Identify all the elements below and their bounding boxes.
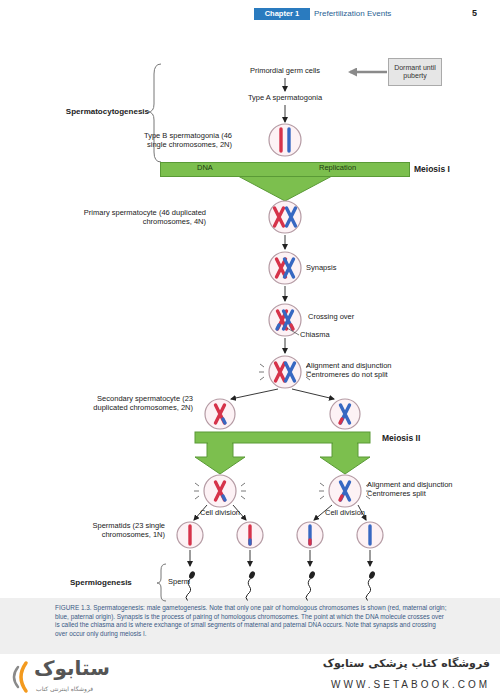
chromosome: [284, 311, 293, 329]
spindle-marks: [194, 483, 246, 499]
chromosome: [188, 526, 191, 544]
flow-arrow: [190, 550, 191, 566]
crossover-segment: [291, 325, 293, 329]
caption-band: [0, 598, 500, 654]
flow-arrow: [310, 550, 311, 566]
spindle-marks: [319, 483, 371, 499]
phase-label: Spermiogenesis: [70, 578, 132, 587]
flow-arrow: [231, 389, 278, 399]
stage-label: Spermatids (23 single chromosomes, 1N): [65, 522, 165, 539]
footer-url: WWW.SETABOOK.COM: [331, 679, 490, 691]
crossover-segment: [308, 540, 311, 544]
sperm-symbol: [306, 570, 316, 600]
chromosome: [279, 129, 282, 151]
spindle-marks: [259, 364, 311, 380]
crossover-segment: [223, 419, 225, 423]
flow-arrow: [285, 286, 286, 301]
flow-arrow: [285, 78, 286, 91]
crossover-segment: [340, 496, 342, 500]
page-number: 5: [472, 8, 477, 18]
cell: [357, 522, 383, 548]
step-label: Cell division: [192, 509, 248, 518]
chromosome: [276, 363, 285, 381]
cell: [237, 522, 263, 548]
chromosome: [341, 405, 350, 423]
step-label: Crossing over: [308, 313, 354, 322]
chapter-box: Chapter 1: [254, 8, 310, 20]
chromosome: [275, 208, 284, 226]
meiosis-label: Meiosis I: [414, 165, 450, 175]
node-text: Dormant until puberty: [389, 64, 441, 80]
chromosome: [287, 129, 290, 151]
cell: [330, 399, 360, 429]
cell: [269, 252, 301, 284]
cell: [269, 356, 301, 388]
stage-label: Type B spermatogonia (46 single chromoso…: [132, 132, 232, 149]
figure-caption: FIGURE 1.3. Spermatogenesis: male gameto…: [55, 604, 447, 639]
chromosome: [341, 482, 350, 500]
logo-mark: [21, 663, 26, 691]
meiosis-arrow: [320, 443, 370, 474]
logo-text: ستابوک: [34, 657, 110, 680]
chromosome: [216, 482, 225, 500]
chromosome: [368, 526, 371, 544]
cell: [269, 201, 301, 233]
brace: [157, 564, 166, 601]
logo-mark: [14, 667, 18, 687]
band-joint: [333, 441, 357, 445]
crossover-segment: [223, 496, 225, 500]
meiosis-arrow: [238, 176, 332, 201]
phase-label: Spermatocytogenesis: [66, 107, 149, 116]
flow-arrow: [285, 235, 286, 249]
step-label: Alignment and disjunction Centromeres do…: [306, 362, 400, 379]
node-text: Chapter 1: [265, 10, 300, 19]
callout-label: Chiasma: [300, 331, 330, 340]
running-head: Prefertilization Events: [314, 9, 391, 18]
chromosome: [216, 405, 225, 423]
chromosome: [285, 259, 294, 277]
cell: [177, 522, 203, 548]
flow-arrow: [250, 550, 251, 566]
crossover-segment: [340, 419, 342, 423]
sperm-symbol: [366, 570, 376, 600]
logo-tagline: فروشگاه اینترنتی کتاب: [36, 686, 93, 693]
crossover-segment: [248, 540, 251, 544]
band-joint: [208, 441, 232, 445]
cell: [269, 124, 301, 156]
stage-label: Type A spermatogonia: [220, 94, 350, 103]
flow-arrow: [285, 105, 286, 122]
flow-arrow: [370, 550, 371, 566]
cell: [204, 475, 236, 507]
cell: [329, 475, 361, 507]
meiosis-arrow: [195, 443, 245, 474]
stage-label: Primordial germ cells: [220, 67, 350, 76]
node-text: DNA: [197, 164, 213, 173]
stage-label: Sperm: [168, 578, 190, 587]
sperm-symbol: [246, 570, 256, 600]
step-label: Alignment and disjunction Centromeres sp…: [367, 481, 461, 498]
flow-arrow: [285, 338, 286, 353]
stage-label: Primary spermatocyte (46 duplicated chro…: [81, 209, 206, 226]
step-label: Cell division: [317, 509, 373, 518]
replication-band: DNA Replication: [160, 162, 410, 177]
crossover-segment: [277, 325, 279, 329]
cell: [269, 304, 301, 336]
node-text: Replication: [319, 164, 356, 173]
stage-label: Secondary spermatocyte (23 duplicated ch…: [68, 395, 193, 412]
footer-text: فروشگاه کتاب پزشکی ستابوک: [323, 658, 490, 671]
step-label: Synapsis: [306, 264, 336, 273]
chromosome: [248, 526, 251, 544]
meiosis-label: Meiosis II: [382, 434, 420, 444]
chromosome: [286, 363, 295, 381]
cell: [297, 522, 323, 548]
chromosome: [287, 208, 296, 226]
chromosome: [308, 526, 311, 544]
note-box: Dormant until puberty: [388, 58, 442, 86]
flow-arrow: [292, 389, 334, 399]
pointer-arrow: [350, 71, 387, 74]
leader-line: [287, 328, 299, 335]
cell: [205, 399, 235, 429]
